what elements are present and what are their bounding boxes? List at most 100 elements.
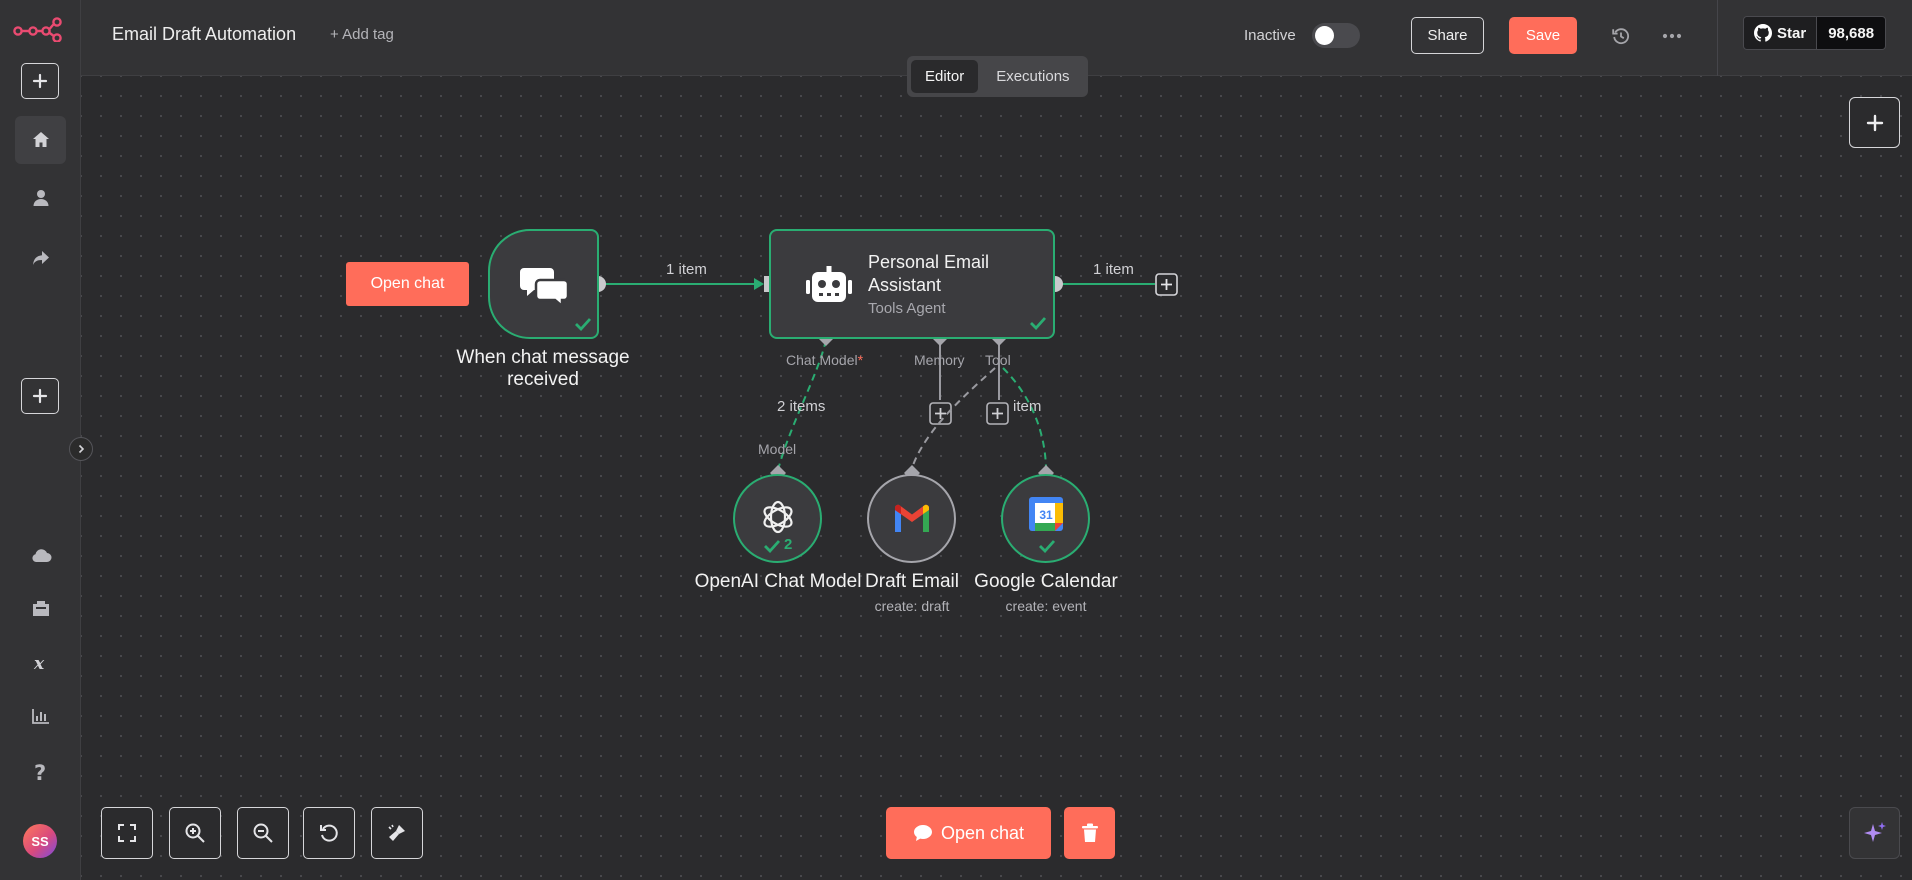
zoom-to-fit-button[interactable] <box>101 807 153 859</box>
header-divider <box>1717 0 1718 76</box>
node-openai-chat-model[interactable]: 2 <box>733 474 822 563</box>
sidebar-item-personal[interactable] <box>15 174 66 222</box>
arrow-head <box>754 278 764 290</box>
sidebar-item-insights[interactable] <box>15 692 66 740</box>
github-icon <box>1754 24 1772 42</box>
more-options-icon[interactable] <box>1658 22 1686 50</box>
check-icon <box>1030 317 1047 330</box>
memory-port-label: Memory <box>914 352 965 368</box>
tab-executions[interactable]: Executions <box>996 68 1070 85</box>
open-chat-button[interactable]: Open chat <box>886 807 1051 859</box>
agent-subtitle: Tools Agent <box>868 300 946 317</box>
insights-icon <box>31 709 49 724</box>
sidebar: x ? SS <box>0 0 81 880</box>
wire-label-trigger-agent: 1 item <box>666 261 707 278</box>
openai-icon <box>763 500 793 534</box>
n8n-logo[interactable] <box>13 14 63 43</box>
google-calendar-label: Google Calendar <box>974 571 1118 592</box>
agent-title: Personal Email Assistant <box>868 252 990 295</box>
draft-email-label: Draft Email <box>865 571 959 592</box>
tool-port-label: Tool <box>985 352 1011 368</box>
google-calendar-icon: 31 <box>1029 497 1063 531</box>
tidy-up-button[interactable] <box>371 807 423 859</box>
sidebar-item-cloud[interactable] <box>15 531 66 579</box>
check-icon <box>764 540 781 553</box>
active-status-label: Inactive <box>1244 27 1296 44</box>
wire-label-model: 2 items <box>777 398 826 415</box>
connection-model[interactable] <box>777 339 827 471</box>
help-icon: ? <box>34 761 46 783</box>
openai-label: OpenAI Chat Model <box>694 571 862 592</box>
share-button[interactable]: Share <box>1411 17 1484 54</box>
robot-icon <box>806 266 852 302</box>
svg-text:?: ? <box>34 761 46 783</box>
zoom-out-icon <box>253 823 273 843</box>
toggle-knob <box>1315 26 1334 45</box>
run-count: 2 <box>784 536 793 553</box>
trash-icon <box>1081 823 1098 842</box>
save-button[interactable]: Save <box>1509 17 1577 54</box>
tab-editor[interactable]: Editor <box>911 60 979 93</box>
open-chat-node-button[interactable]: Open chat <box>346 262 469 306</box>
chat-icon <box>913 825 932 841</box>
check-icon <box>1039 540 1056 553</box>
view-tabs: Editor Executions <box>907 56 1088 97</box>
sidebar-item-help[interactable]: ? <box>15 748 66 796</box>
variables-icon: x <box>33 654 45 673</box>
zoom-out-button[interactable] <box>237 807 289 859</box>
workflow-canvas[interactable] <box>81 76 1912 880</box>
plus-icon <box>1866 114 1883 131</box>
add-tag-link[interactable]: + Add tag <box>330 26 394 43</box>
plus-icon <box>32 73 48 89</box>
gmail-icon <box>894 504 930 532</box>
create-workflow-button[interactable] <box>21 63 59 99</box>
zoom-in-button[interactable] <box>169 807 221 859</box>
agent-input-port[interactable] <box>764 276 771 292</box>
sparkle-icon <box>1863 822 1886 842</box>
open-chat-label: Open chat <box>940 822 1025 843</box>
workflow-title[interactable]: Email Draft Automation <box>112 24 297 44</box>
node-draft-email[interactable] <box>867 474 956 563</box>
chat-model-port-label: Chat Model* <box>786 352 864 368</box>
github-star-button[interactable]: Star 98,688 <box>1743 16 1887 50</box>
node-google-calendar[interactable]: 31 <box>1001 474 1090 563</box>
chat-trigger-label: When chat message received <box>456 347 630 390</box>
sidebar-item-home[interactable] <box>15 116 66 164</box>
active-toggle[interactable] <box>1312 23 1360 48</box>
node-chat-trigger[interactable] <box>488 229 599 339</box>
connection-tool-gmail[interactable] <box>911 367 996 469</box>
history-icon[interactable] <box>1607 22 1635 50</box>
sidebar-item-variables[interactable]: x <box>15 639 66 687</box>
ai-assistant-button[interactable] <box>1849 807 1900 859</box>
memory-add-button[interactable] <box>929 402 952 425</box>
node-agent[interactable]: Personal Email Assistant Tools Agent <box>769 229 1055 339</box>
zoom-in-icon <box>185 823 205 843</box>
add-node-button[interactable] <box>1849 97 1900 148</box>
create-project-button[interactable] <box>21 378 59 414</box>
tool-add-button[interactable] <box>986 402 1009 425</box>
wire-label-tool: item <box>1013 398 1042 415</box>
github-star-count: 98,688 <box>1816 17 1886 49</box>
broom-icon <box>388 824 405 841</box>
plus-icon <box>32 388 48 404</box>
google-calendar-subtitle: create: event <box>1005 598 1087 614</box>
avatar[interactable]: SS <box>23 824 57 858</box>
share-arrow-icon <box>32 251 49 265</box>
sidebar-item-shared[interactable] <box>15 234 66 282</box>
github-star-label: Star <box>1777 24 1807 42</box>
check-icon <box>575 318 592 331</box>
chevron-right-icon <box>78 444 85 454</box>
model-port-label: Model <box>758 441 797 457</box>
connection-tool-calendar[interactable] <box>1002 367 1047 469</box>
undo-icon <box>320 824 338 842</box>
sidebar-collapse-button[interactable] <box>69 437 93 461</box>
agent-output-add-button[interactable] <box>1155 273 1178 296</box>
home-icon <box>32 132 49 147</box>
clear-chat-button[interactable] <box>1064 807 1115 859</box>
sidebar-item-templates[interactable] <box>15 585 66 633</box>
templates-icon <box>32 601 49 616</box>
svg-text:x: x <box>33 654 45 673</box>
reset-zoom-button[interactable] <box>303 807 355 859</box>
chat-bubbles-icon <box>520 268 570 308</box>
